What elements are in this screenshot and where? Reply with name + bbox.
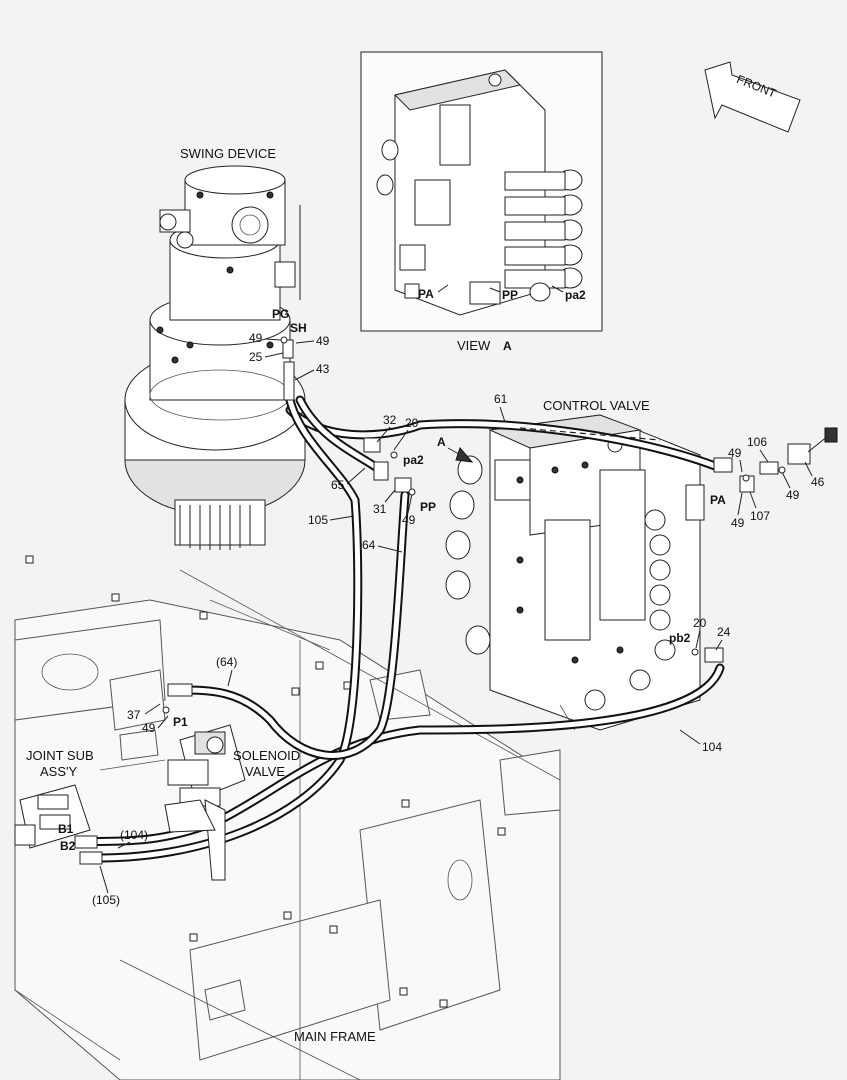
control-valve: [445, 414, 705, 731]
callouts: 49 49 25 43 32 20 61 65 31 49 105 64 106…: [92, 331, 825, 907]
port-sh: SH: [290, 321, 307, 335]
callout-49: 49: [786, 488, 800, 502]
label-joint-sub-1: JOINT SUB: [26, 748, 94, 763]
callout-31: 31: [373, 502, 387, 516]
view-a-spool-caps: [376, 139, 583, 302]
label-joint-sub-2: ASS'Y: [40, 764, 77, 779]
callout-20: 20: [405, 416, 419, 430]
inset-port-pp: PP: [502, 288, 518, 302]
callout-104: 104: [702, 740, 722, 754]
port-b1: B1: [58, 822, 74, 836]
callout-49: 49: [249, 331, 263, 345]
swing-device: [124, 165, 306, 550]
port-pg: PG: [272, 307, 289, 321]
main-frame: [14, 555, 561, 1080]
callout-104-paren: (104): [120, 828, 148, 842]
callout-49: 49: [402, 513, 416, 527]
inset-port-pa: PA: [418, 287, 434, 301]
label-control-valve: CONTROL VALVE: [543, 398, 650, 413]
inset-port-pa2: pa2: [565, 288, 586, 302]
callout-49: 49: [316, 334, 330, 348]
callout-49: 49: [728, 446, 742, 460]
callout-106: 106: [747, 435, 767, 449]
solenoid-valve: [164, 724, 246, 881]
port-p1: P1: [173, 715, 188, 729]
callout-64: 64: [362, 538, 376, 552]
fittings: [74, 339, 838, 865]
label-main-frame: MAIN FRAME: [294, 1029, 376, 1044]
view-a-inset: PA PP pa2: [360, 51, 603, 332]
control-valve-spools: [445, 455, 676, 711]
view-a-caption: VIEW: [457, 338, 491, 353]
port-pa2-left: pa2: [403, 453, 424, 467]
callout-46: 46: [811, 475, 825, 489]
label-arrow-a: A: [437, 435, 446, 449]
callout-37: 37: [127, 708, 141, 722]
port-pb2: pb2: [669, 631, 691, 645]
callout-25: 25: [249, 350, 263, 364]
callout-65: 65: [331, 478, 345, 492]
joint-sub-leader: [99, 759, 166, 771]
port-b2: B2: [60, 839, 76, 853]
callout-105-paren: (105): [92, 893, 120, 907]
callout-107: 107: [750, 509, 770, 523]
callout-24: 24: [717, 625, 731, 639]
callout-64-paren: (64): [216, 655, 237, 669]
washers: [162, 336, 786, 714]
label-solenoid-1: SOLENOID: [233, 748, 300, 763]
front-arrow: FRONT: [704, 61, 801, 133]
callout-32: 32: [383, 413, 397, 427]
callout-49: 49: [731, 516, 745, 530]
callout-61: 61: [494, 392, 508, 406]
callout-43: 43: [316, 362, 330, 376]
callout-20: 20: [693, 616, 707, 630]
view-a-caption-letter: A: [503, 339, 512, 353]
port-pp-left: PP: [420, 500, 436, 514]
label-swing-device: SWING DEVICE: [180, 146, 276, 161]
callout-105: 105: [308, 513, 328, 527]
joint-sub-assy: [14, 784, 91, 849]
label-solenoid-2: VALVE: [245, 764, 285, 779]
port-pa-right: PA: [710, 493, 726, 507]
view-a-direction-arrow: A: [437, 435, 474, 463]
callout-49: 49: [142, 721, 156, 735]
